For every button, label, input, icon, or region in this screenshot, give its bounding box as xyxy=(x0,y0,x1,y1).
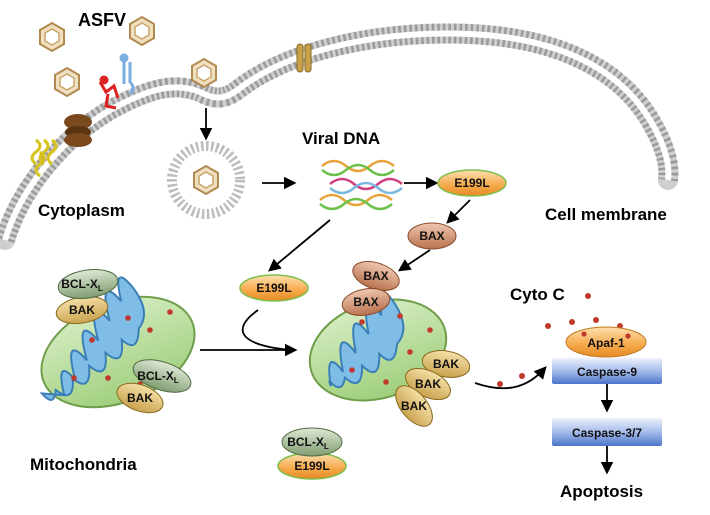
svg-text:Apaf-1: Apaf-1 xyxy=(587,336,625,350)
caspase-3-7-box: Caspase-3/7 xyxy=(552,418,662,446)
apaf1-protein: Apaf-1 xyxy=(565,326,647,358)
e199l-protein-top: E199L xyxy=(437,169,507,197)
blue-receptor-icon xyxy=(119,53,135,96)
e199l-protein-bottom: E199L xyxy=(277,452,347,480)
asfv-virion-icon xyxy=(129,15,155,47)
svg-text:BAK: BAK xyxy=(69,303,95,317)
svg-text:Caspase-3/7: Caspase-3/7 xyxy=(572,426,642,440)
label-mitochondria: Mitochondria xyxy=(30,455,137,474)
e199l-protein-cytoplasm: E199L xyxy=(239,274,309,302)
arrow xyxy=(474,366,547,390)
bak-protein-right: BAK xyxy=(421,350,471,378)
svg-text:BAX: BAX xyxy=(419,229,444,243)
bclxl-protein-left-bottom: BCL-XL xyxy=(132,359,192,393)
svg-text:Caspase-9: Caspase-9 xyxy=(577,365,637,379)
label-cyto-c: Cyto C xyxy=(510,285,565,304)
viral-dna-icon xyxy=(319,159,403,211)
svg-text:BAK: BAK xyxy=(415,377,441,391)
asfv-virion-icon xyxy=(54,66,80,98)
svg-text:E199L: E199L xyxy=(256,281,291,295)
label-asfv: ASFV xyxy=(78,10,126,30)
red-receptor-icon xyxy=(98,75,120,110)
arrow xyxy=(397,249,431,272)
membrane-channel-icon xyxy=(296,43,312,73)
svg-text:BCL-XL: BCL-XL xyxy=(61,277,103,293)
bax-protein-bound: BAX xyxy=(352,261,400,291)
arrow xyxy=(446,199,471,224)
caspase-9-box: Caspase-9 xyxy=(552,358,662,384)
yellow-receptor-icon xyxy=(30,138,58,178)
arrow xyxy=(268,219,331,272)
svg-text:BAK: BAK xyxy=(401,399,427,413)
label-apoptosis: Apoptosis xyxy=(560,482,643,501)
asfv-virion-icon xyxy=(39,21,65,53)
bak-protein-left-top: BAK xyxy=(55,295,109,325)
svg-text:BAX: BAX xyxy=(353,295,378,309)
mitochondrion-left xyxy=(39,276,196,409)
asfv-virion-icon xyxy=(191,57,217,89)
label-viral-dna: Viral DNA xyxy=(302,129,380,148)
svg-text:BAK: BAK xyxy=(127,391,153,405)
svg-text:BAX: BAX xyxy=(363,269,388,283)
svg-text:BAK: BAK xyxy=(433,357,459,371)
svg-text:E199L: E199L xyxy=(454,176,489,190)
svg-text:BCL-XL: BCL-XL xyxy=(287,435,329,451)
arrow xyxy=(241,309,291,351)
bak-protein-right: BAK xyxy=(395,385,433,427)
bclxl-protein-left-top: BCL-XL xyxy=(57,269,119,299)
bax-protein-bound: BAX xyxy=(341,288,391,316)
brown-receptor-icon xyxy=(64,114,92,147)
bax-protein-free: BAX xyxy=(407,222,457,250)
bak-protein-left-bottom: BAK xyxy=(116,382,164,414)
cell-membrane-shape xyxy=(0,23,679,250)
bclxl-protein-bottom: BCL-XL xyxy=(281,427,343,457)
label-cytoplasm: Cytoplasm xyxy=(38,201,125,220)
svg-text:E199L: E199L xyxy=(294,459,329,473)
endosome-vesicle xyxy=(167,141,245,219)
svg-text:BCL-XL: BCL-XL xyxy=(137,369,179,385)
label-cell-membrane: Cell membrane xyxy=(545,205,667,224)
